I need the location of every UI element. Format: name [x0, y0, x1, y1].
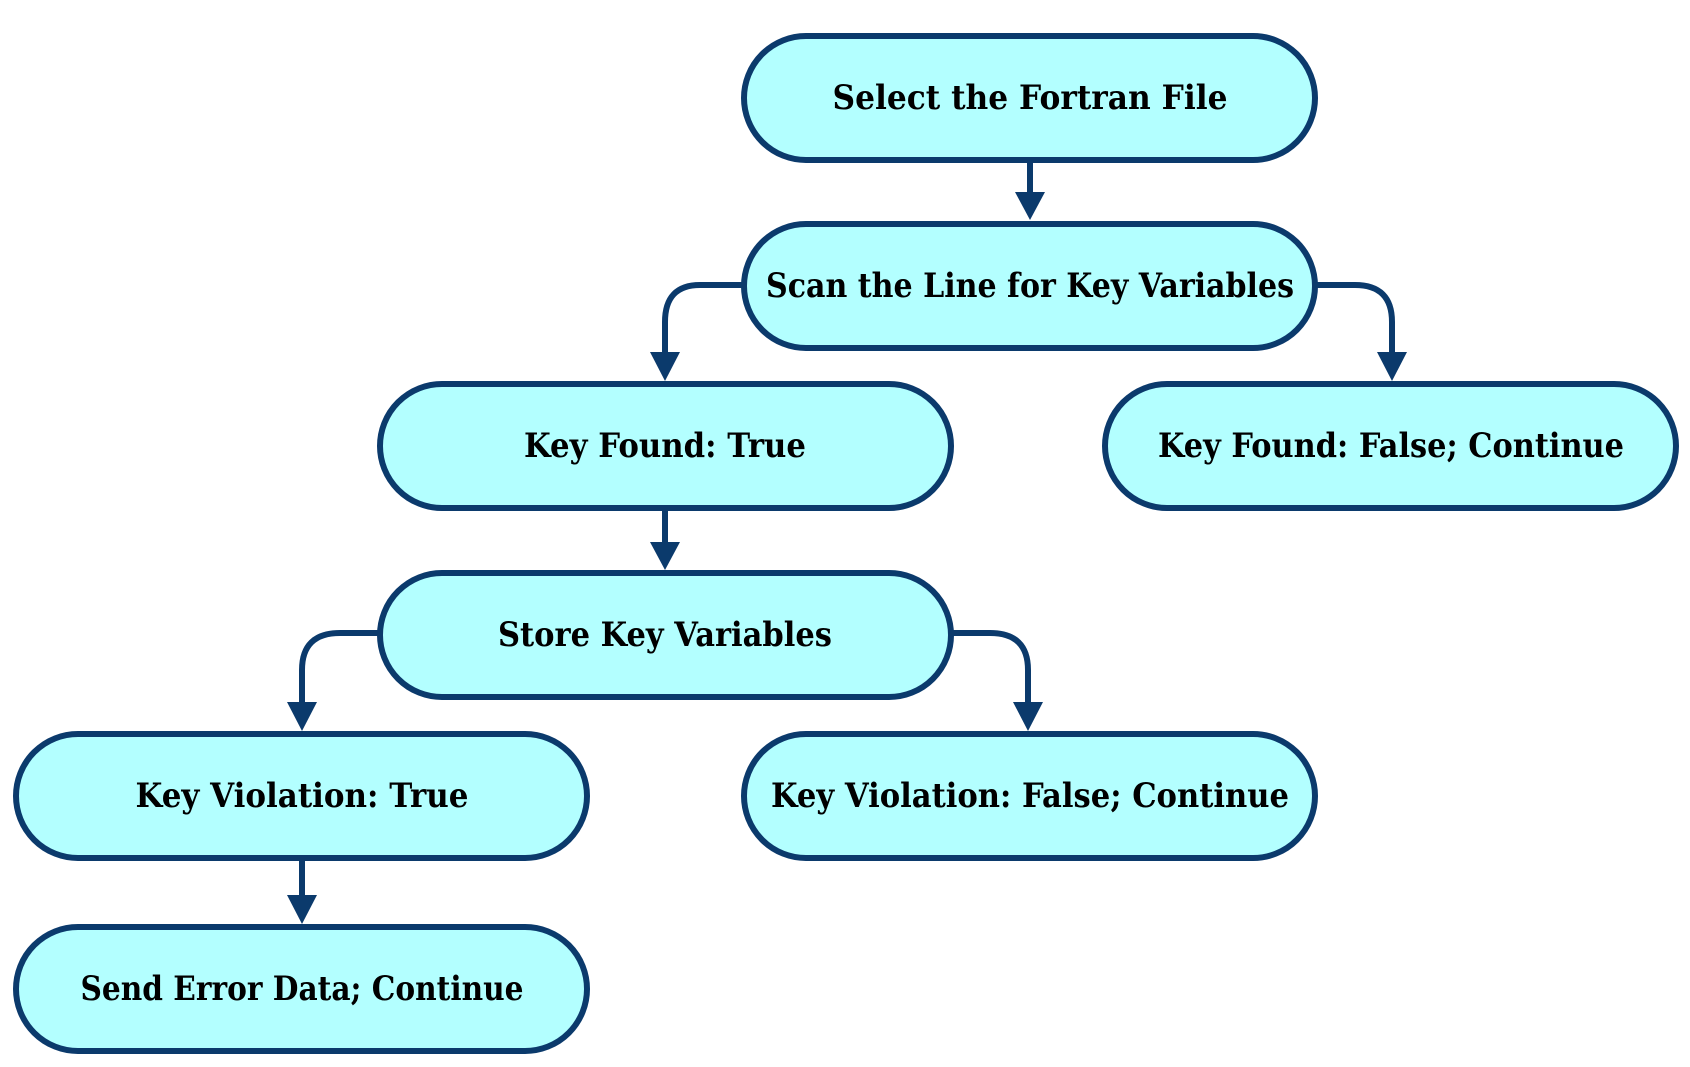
- edge-store-to-violation-false: [951, 630, 1031, 712]
- arrowhead-store: [650, 542, 680, 570]
- node-send-error: Send Error Data; Continue: [13, 924, 590, 1054]
- node-scan-line: Scan the Line for Key Variables: [741, 221, 1318, 351]
- arrowhead-send-error: [287, 895, 317, 924]
- arrowhead-violation-true: [287, 702, 317, 731]
- node-violation-true: Key Violation: True: [13, 731, 590, 861]
- node-send-error-label: Send Error Data; Continue: [81, 969, 524, 1009]
- node-store-vars-label: Store Key Variables: [498, 615, 832, 655]
- node-scan-line-label: Scan the Line for Key Variables: [766, 266, 1294, 306]
- arrowhead-key-found-false: [1377, 352, 1407, 381]
- edge-store-to-violation-true: [299, 630, 378, 712]
- node-store-vars: Store Key Variables: [377, 570, 954, 700]
- node-violation-true-label: Key Violation: True: [136, 776, 469, 816]
- edges: [287, 162, 1407, 924]
- arrowhead-scan: [1015, 192, 1045, 220]
- node-violation-false-label: Key Violation: False; Continue: [771, 776, 1289, 816]
- node-key-found-true: Key Found: True: [377, 381, 954, 511]
- node-key-found-true-label: Key Found: True: [524, 426, 806, 466]
- arrowhead-key-found-true: [650, 352, 680, 381]
- edge-scan-to-key-found-true: [662, 282, 742, 362]
- node-key-found-false: Key Found: False; Continue: [1102, 381, 1679, 511]
- arrowhead-violation-false: [1013, 702, 1043, 731]
- node-select-file-label: Select the Fortran File: [833, 78, 1228, 118]
- node-key-found-false-label: Key Found: False; Continue: [1158, 426, 1624, 466]
- node-select-file: Select the Fortran File: [741, 33, 1318, 163]
- edge-scan-to-key-found-false: [1313, 282, 1395, 362]
- node-violation-false: Key Violation: False; Continue: [741, 731, 1318, 861]
